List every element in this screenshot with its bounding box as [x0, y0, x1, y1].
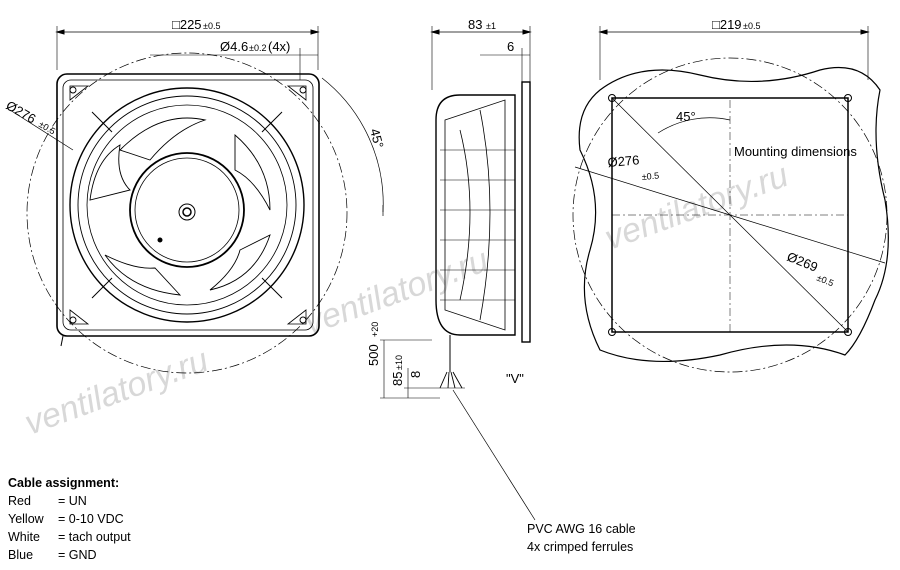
side-ferrule-len: 8: [408, 371, 423, 378]
side-strip-tol: ±10: [394, 355, 404, 370]
mount-label: Mounting dimensions: [734, 144, 857, 159]
front-size-label: □225: [172, 17, 202, 32]
legend-value: = tach output: [58, 530, 131, 544]
legend-value: = 0-10 VDC: [58, 512, 124, 526]
legend-row-blue: Blue = GND: [8, 546, 131, 564]
mount-diameter-inner-tol: ±0.5: [815, 273, 835, 289]
watermark-3: ventilatory.ru: [600, 156, 794, 257]
legend-color: Yellow: [8, 512, 44, 526]
legend-color: White: [8, 530, 40, 544]
fan-side-view: [380, 26, 536, 521]
side-cable-len: 500: [366, 344, 381, 366]
legend-row-white: White = tach output: [8, 528, 131, 546]
front-angle-label: 45°: [367, 127, 387, 150]
side-depth-tol: ±1: [486, 21, 496, 31]
cable-assignment-legend: Cable assignment: Red = UN Yellow = 0-10 V…: [8, 474, 131, 564]
cable-note-line-1: PVC AWG 16 cable: [527, 522, 636, 536]
mount-diameter-inner: Ø269: [785, 249, 820, 275]
legend-value: = GND: [58, 548, 97, 562]
fan-front-view: [9, 26, 384, 374]
front-hole-count: (4x): [268, 39, 290, 54]
legend-title: Cable assignment:: [8, 476, 120, 490]
cable-note: PVC AWG 16 cable 4x crimped ferrules: [527, 520, 636, 556]
side-view-label: "V": [506, 371, 524, 386]
mount-diameter-outer-tol: ±0.5: [641, 171, 659, 182]
front-diameter-label: Ø276: [4, 98, 39, 127]
legend-value: = UN: [58, 494, 87, 508]
mount-size-label: □219: [712, 17, 742, 32]
mount-size-tol: ±0.5: [743, 21, 760, 31]
front-hole-label: Ø4.6: [220, 39, 248, 54]
watermark-2: ventilatory.ru: [300, 241, 494, 342]
side-flange-label: 6: [507, 39, 514, 54]
mounting-view: [572, 26, 889, 373]
front-size-tol: ±0.5: [203, 21, 220, 31]
mount-angle-label: 45°: [676, 109, 696, 124]
legend-row-red: Red = UN: [8, 492, 131, 510]
side-depth-label: 83: [468, 17, 482, 32]
front-hole-tol: ±0.2: [249, 43, 266, 53]
legend-color: Blue: [8, 548, 34, 562]
cable-note-line-2: 4x crimped ferrules: [527, 540, 634, 554]
side-strip-len: 85: [390, 372, 405, 386]
side-cable-len-tol: +20: [370, 322, 380, 337]
legend-row-yellow: Yellow = 0-10 VDC: [8, 510, 131, 528]
mount-diameter-outer: Ø276: [607, 152, 640, 170]
legend-color: Red: [8, 494, 31, 508]
